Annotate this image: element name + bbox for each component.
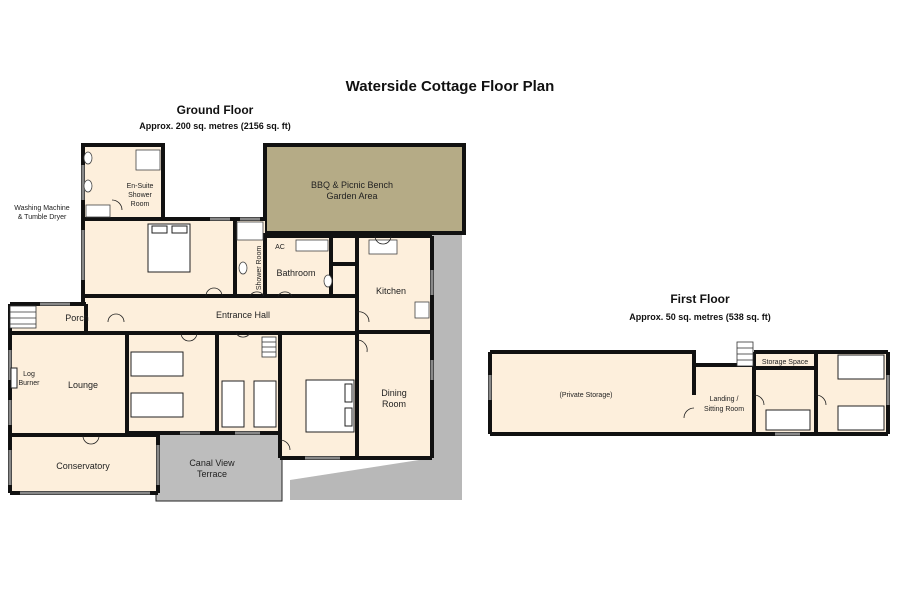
label-shower-room: Shower Room <box>256 246 263 291</box>
porch-steps <box>9 305 277 358</box>
label-ac: AC <box>275 244 285 251</box>
label-ensuite-2: Shower <box>128 192 152 199</box>
label-washing-1: Washing Machine <box>14 205 69 212</box>
label-landing-2: Sitting Room <box>704 406 744 413</box>
garden-path <box>290 232 462 500</box>
label-conservatory: Conservatory <box>56 461 110 471</box>
first-floor-heading: First Floor <box>670 292 730 306</box>
ground-floor-plan: BBQ & Picnic Bench Garden Area En-Suite … <box>8 143 466 502</box>
log-burner <box>10 367 18 389</box>
first-floor-area: Approx. 50 sq. metres (538 sq. ft) <box>629 312 771 322</box>
first-floor-doors <box>683 394 827 419</box>
ground-floor-area: Approx. 200 sq. metres (2156 sq. ft) <box>139 121 291 131</box>
first-floor-fills <box>490 352 888 434</box>
label-entrance-hall: Entrance Hall <box>216 310 270 320</box>
label-bathroom: Bathroom <box>276 268 315 278</box>
label-ensuite-3: Room <box>131 201 150 208</box>
label-log-1: Log <box>23 371 35 378</box>
label-porch: Porch <box>65 313 89 323</box>
label-terrace-1: Canal View <box>189 458 235 468</box>
label-storage-space: Storage Space <box>762 359 808 366</box>
first-floor-walls <box>488 350 890 436</box>
plan-title: Waterside Cottage Floor Plan <box>345 78 555 95</box>
windows <box>8 165 434 495</box>
label-terrace-2: Terrace <box>197 469 227 479</box>
first-floor-beds <box>765 354 885 431</box>
ground-beds <box>130 223 355 433</box>
label-dining-2: Room <box>382 399 406 409</box>
label-washing-2: & Tumble Dryer <box>18 214 67 221</box>
label-ensuite-1: En-Suite <box>127 183 154 190</box>
bath-fixtures <box>83 149 430 319</box>
label-bbq-2: Garden Area <box>326 191 377 201</box>
label-kitchen: Kitchen <box>376 286 406 296</box>
first-floor-stairs <box>736 341 754 367</box>
label-bbq-1: BBQ & Picnic Bench <box>311 180 393 190</box>
label-lounge: Lounge <box>68 380 98 390</box>
first-floor-windows <box>488 375 890 436</box>
label-dining-1: Dining <box>381 388 407 398</box>
ground-floor-heading: Ground Floor <box>176 103 254 117</box>
doors <box>82 199 392 451</box>
first-floor-plan: (Private Storage) Landing / Sitting Room… <box>488 341 890 436</box>
label-private-storage: (Private Storage) <box>560 392 613 399</box>
bbq-garden-area <box>263 143 466 235</box>
label-log-2: Burner <box>18 380 40 387</box>
label-landing-1: Landing / <box>710 396 739 403</box>
